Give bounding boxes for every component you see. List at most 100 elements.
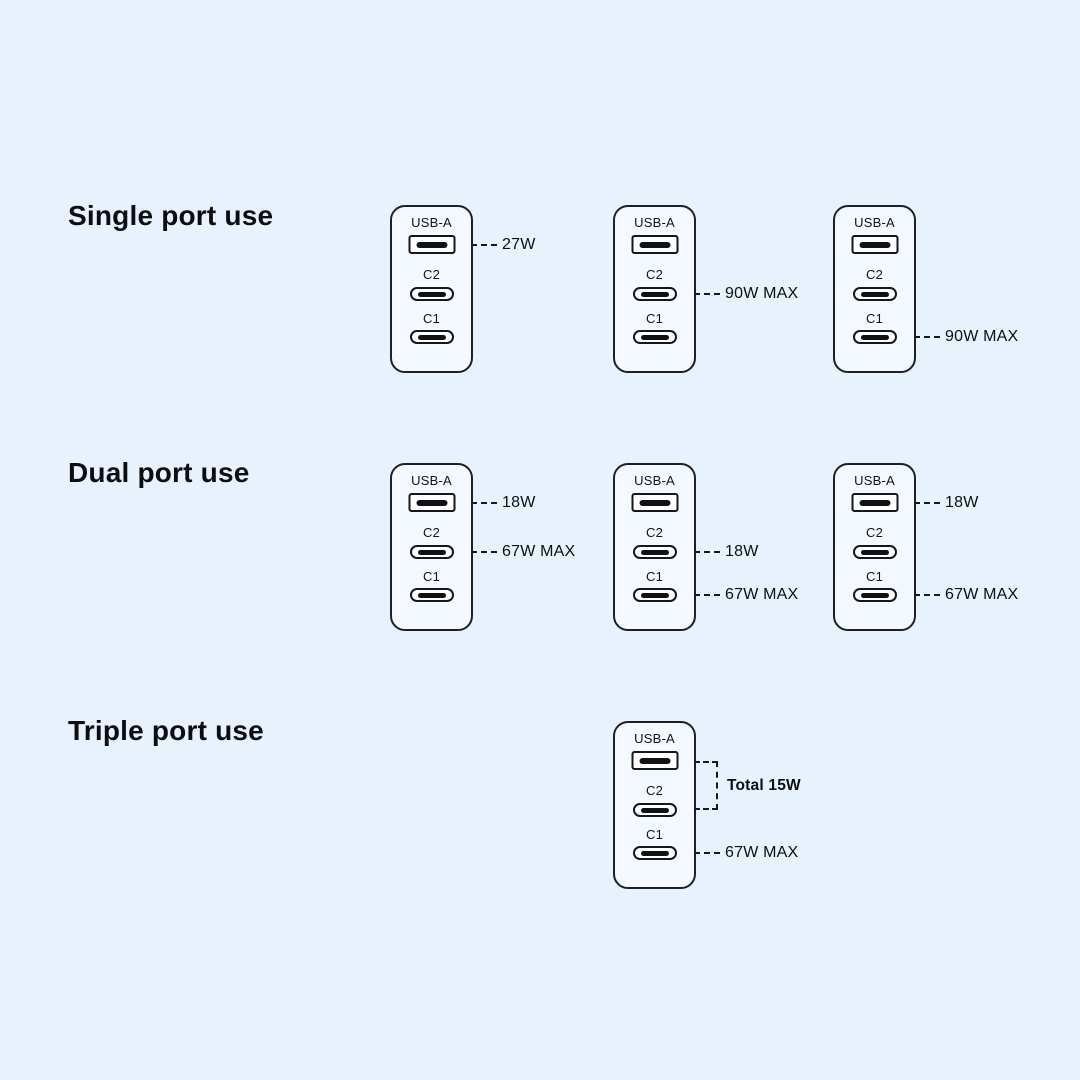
charger-device: USB-A C2 C1 90W MAX bbox=[833, 205, 1018, 373]
dashed-leader-line bbox=[471, 551, 497, 553]
dashed-leader-line bbox=[694, 551, 720, 553]
c2-port-label: C2 bbox=[645, 525, 664, 540]
usba-port-icon bbox=[408, 235, 455, 254]
charger-device: USB-A C2 C1 18W 67W MAX bbox=[833, 463, 1018, 631]
c2-port-label: C2 bbox=[422, 267, 441, 282]
c2-port-icon bbox=[852, 545, 897, 559]
power-callout-text: 18W bbox=[945, 494, 979, 511]
c1-pin-bar bbox=[417, 592, 446, 598]
c1-pin-bar bbox=[860, 334, 889, 340]
c2-port-icon bbox=[852, 287, 897, 301]
power-callout: 90W MAX bbox=[914, 328, 1018, 346]
c1-pin-bar bbox=[640, 850, 669, 856]
power-callout-text: 27W bbox=[502, 236, 536, 253]
dashed-leader-line bbox=[694, 293, 720, 295]
c2-pin-bar bbox=[417, 549, 446, 555]
c1-port-icon bbox=[632, 588, 677, 602]
c2-port-label: C2 bbox=[865, 525, 884, 540]
c2-port-label: C2 bbox=[865, 267, 884, 282]
usba-port-icon bbox=[631, 235, 678, 254]
usba-port-label: USB-A bbox=[411, 473, 452, 488]
charger-device: USB-A C2 C1 90W MAX bbox=[613, 205, 798, 373]
charger-device: USB-A C2 C1 27W bbox=[390, 205, 535, 373]
dashed-group-bracket bbox=[694, 761, 718, 810]
c1-port-icon bbox=[409, 330, 454, 344]
c2-port-label: C2 bbox=[645, 783, 664, 798]
usba-pin-bar bbox=[639, 241, 670, 248]
power-callout-text: 18W bbox=[502, 494, 536, 511]
c2-port-icon bbox=[632, 803, 677, 817]
power-callout: 18W bbox=[914, 494, 979, 512]
c2-pin-bar bbox=[417, 291, 446, 297]
c1-port-label: C1 bbox=[865, 569, 884, 584]
usba-pin-bar bbox=[639, 499, 670, 506]
c2-pin-bar bbox=[640, 549, 669, 555]
c1-port-label: C1 bbox=[422, 569, 441, 584]
c1-port-label: C1 bbox=[645, 311, 664, 326]
usba-pin-bar bbox=[416, 499, 447, 506]
power-callout: 67W MAX bbox=[471, 543, 575, 561]
usba-pin-bar bbox=[859, 241, 890, 248]
section-title-triple-port: Triple port use bbox=[68, 715, 264, 746]
usba-port-label: USB-A bbox=[411, 215, 452, 230]
usba-port-icon bbox=[631, 493, 678, 512]
dashed-leader-line bbox=[471, 502, 497, 504]
usba-port-label: USB-A bbox=[854, 215, 895, 230]
usba-pin-bar bbox=[859, 499, 890, 506]
c1-port-icon bbox=[632, 846, 677, 860]
c2-port-label: C2 bbox=[422, 525, 441, 540]
usba-port-icon bbox=[631, 751, 678, 770]
power-callout: 18W bbox=[471, 494, 536, 512]
c1-pin-bar bbox=[640, 334, 669, 340]
dashed-leader-line bbox=[914, 502, 940, 504]
c1-port-label: C1 bbox=[422, 311, 441, 326]
c1-port-icon bbox=[409, 588, 454, 602]
power-callout-text: 18W bbox=[725, 543, 759, 560]
c1-port-icon bbox=[632, 330, 677, 344]
usba-port-icon bbox=[851, 493, 898, 512]
c2-port-icon bbox=[632, 545, 677, 559]
c1-pin-bar bbox=[640, 592, 669, 598]
usba-pin-bar bbox=[416, 241, 447, 248]
power-callout: 67W MAX bbox=[694, 844, 798, 862]
section-title-dual-port: Dual port use bbox=[68, 457, 250, 488]
power-callout: 27W bbox=[471, 236, 536, 254]
dashed-leader-line bbox=[471, 244, 497, 246]
c1-pin-bar bbox=[417, 334, 446, 340]
c2-pin-bar bbox=[860, 549, 889, 555]
dashed-leader-line bbox=[694, 852, 720, 854]
charger-device: USB-A C2 C1 18W 67W MAX bbox=[613, 463, 798, 631]
c1-port-label: C1 bbox=[645, 569, 664, 584]
power-callout-text: 67W MAX bbox=[502, 543, 576, 560]
charger-device: USB-A C2 C1 Total 15W 67W MAX bbox=[613, 721, 801, 889]
c2-pin-bar bbox=[860, 291, 889, 297]
c2-pin-bar bbox=[640, 291, 669, 297]
c1-port-icon bbox=[852, 330, 897, 344]
power-callout: 67W MAX bbox=[914, 586, 1018, 604]
dashed-leader-line bbox=[914, 336, 940, 338]
power-callout-text: 90W MAX bbox=[725, 285, 799, 302]
c1-pin-bar bbox=[860, 592, 889, 598]
power-callout-text: 67W MAX bbox=[725, 586, 799, 603]
usba-port-icon bbox=[851, 235, 898, 254]
c1-port-icon bbox=[852, 588, 897, 602]
power-callout-text: 67W MAX bbox=[725, 844, 799, 861]
c2-port-label: C2 bbox=[645, 267, 664, 282]
usba-pin-bar bbox=[639, 757, 670, 764]
c2-port-icon bbox=[409, 545, 454, 559]
charger-device: USB-A C2 C1 18W 67W MAX bbox=[390, 463, 575, 631]
c1-port-label: C1 bbox=[645, 827, 664, 842]
total-power-callout-text: Total 15W bbox=[727, 777, 801, 794]
usba-port-label: USB-A bbox=[854, 473, 895, 488]
power-callout-text: 90W MAX bbox=[945, 328, 1019, 345]
power-callout-text: 67W MAX bbox=[945, 586, 1019, 603]
power-callout: 67W MAX bbox=[694, 586, 798, 604]
c2-pin-bar bbox=[640, 807, 669, 813]
dashed-leader-line bbox=[694, 594, 720, 596]
usba-port-label: USB-A bbox=[634, 473, 675, 488]
c1-port-label: C1 bbox=[865, 311, 884, 326]
c2-port-icon bbox=[409, 287, 454, 301]
usba-port-icon bbox=[408, 493, 455, 512]
power-callout: 18W bbox=[694, 543, 759, 561]
